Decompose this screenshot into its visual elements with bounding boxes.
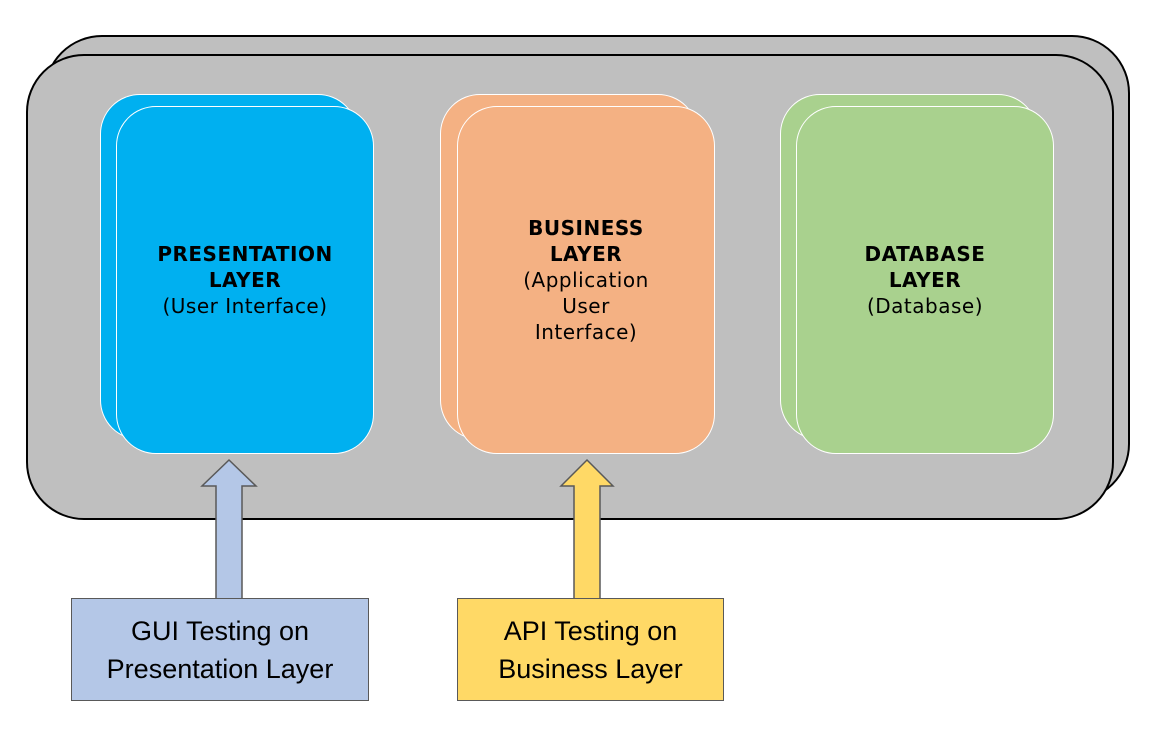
api-testing-box: API Testing on Business Layer bbox=[457, 598, 724, 701]
gui-testing-line-1: GUI Testing on bbox=[130, 615, 310, 646]
business-layer-label: BUSINESS LAYER (Application User Interfa… bbox=[457, 106, 715, 454]
gui-testing-line-2: Presentation Layer bbox=[106, 653, 334, 684]
database-layer-card bbox=[796, 106, 1054, 454]
database-layer-label: DATABASE LAYER (Database) bbox=[796, 106, 1054, 454]
database-layer-subtitle: (Database) bbox=[866, 294, 984, 318]
api-testing-line-1: API Testing on bbox=[503, 615, 678, 646]
api-testing-arrow-icon bbox=[559, 458, 615, 601]
api-testing-arrow-shape bbox=[559, 458, 615, 601]
business-layer-title: BUSINESS LAYER bbox=[528, 216, 644, 266]
gui-testing-arrow-icon bbox=[200, 458, 258, 601]
api-testing-line-2: Business Layer bbox=[498, 653, 683, 684]
presentation-layer-label: PRESENTATION LAYER (User Interface) bbox=[116, 106, 374, 454]
presentation-layer-subtitle: (User Interface) bbox=[162, 294, 328, 318]
presentation-layer-card bbox=[116, 106, 374, 454]
business-layer-subtitle: (Application User Interface) bbox=[523, 268, 649, 344]
database-layer-title: DATABASE LAYER bbox=[864, 242, 986, 292]
business-layer-card bbox=[457, 106, 715, 454]
presentation-layer-title: PRESENTATION LAYER bbox=[157, 242, 333, 292]
gui-testing-arrow-shape bbox=[200, 458, 258, 601]
gui-testing-box: GUI Testing on Presentation Layer bbox=[71, 598, 369, 701]
